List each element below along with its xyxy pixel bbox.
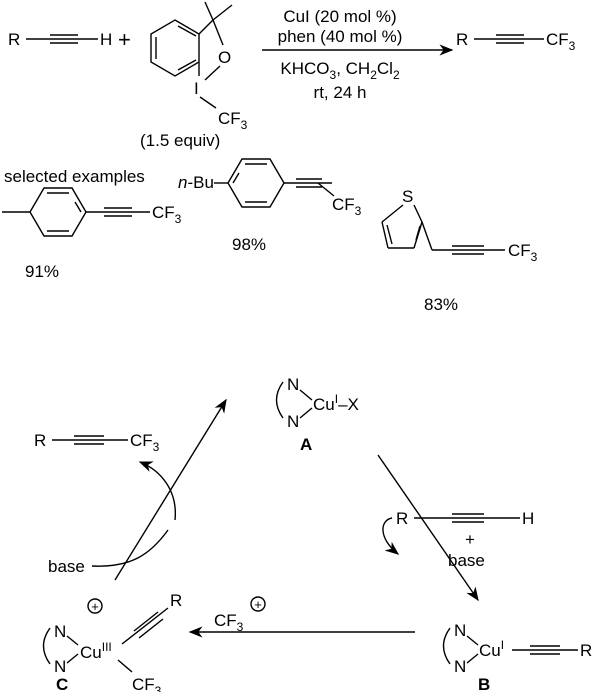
yield-label: 83%	[424, 295, 458, 314]
yield-label: 98%	[232, 235, 266, 254]
r-group: R	[396, 509, 408, 528]
cf3-label: CF3	[132, 675, 162, 692]
nitrogen-atom: N	[454, 621, 466, 640]
examples-heading: selected examples	[4, 167, 145, 186]
charge-sign: +	[254, 597, 262, 612]
r-group: R	[580, 641, 592, 660]
r-group: R	[8, 30, 20, 49]
cf3-label: CF3	[130, 431, 160, 454]
base-solvent-label: KHCO3, CH2Cl2	[280, 59, 400, 82]
copper-center: CuI–X	[313, 392, 359, 414]
cf3-label: CF3	[508, 241, 538, 264]
n-butyl-label: n-Bu	[178, 173, 214, 192]
nitrogen-atom: N	[454, 657, 466, 676]
yield-label: 91%	[25, 262, 59, 281]
plus-sign: +	[465, 530, 475, 549]
r-group: R	[170, 591, 182, 610]
alkyne-input: R H + base	[382, 509, 534, 570]
h-atom: H	[522, 509, 534, 528]
cf3-label: CF3	[214, 611, 244, 634]
complex-b: N N CuI R B	[442, 621, 592, 692]
cf3-cation: CF3 +	[214, 596, 266, 634]
complex-a: N N CuI–X A	[275, 375, 359, 454]
positive-charge-icon	[87, 598, 103, 614]
cf3-label: CF3	[152, 203, 182, 226]
catalyst-label: CuI (20 mol %)	[283, 7, 396, 26]
r-group: R	[34, 431, 46, 450]
curved-arrow-in	[382, 517, 400, 555]
nitrogen-atom: N	[54, 622, 66, 641]
label-c: C	[56, 675, 68, 692]
label-a: A	[300, 435, 312, 454]
copper-center: CuIII	[80, 640, 112, 662]
sulfur-atom: S	[402, 187, 413, 206]
plus-sign: +	[118, 27, 131, 52]
label-b: B	[478, 675, 490, 692]
curved-arrow-out	[138, 461, 176, 521]
arrow-a-to-b	[377, 454, 479, 602]
base-curved-line	[91, 529, 169, 567]
nitrogen-atom: N	[54, 657, 66, 676]
cf3-label: CF3	[332, 195, 362, 218]
ligand-label: phen (40 mol %)	[278, 27, 403, 46]
positive-charge-icon	[250, 596, 266, 612]
complex-c: N N CuIII + R CF3 C	[42, 591, 182, 692]
example-1: CF3 91%	[2, 187, 182, 281]
copper-center: CuI	[479, 638, 504, 660]
r-group: R	[456, 30, 468, 49]
nitrogen-atom: N	[287, 412, 299, 431]
oxygen-atom: O	[218, 48, 231, 67]
togni-reagent: O I CF3 (1.5 equiv)	[140, 1, 248, 150]
charge-sign: +	[91, 599, 99, 614]
equiv-label: (1.5 equiv)	[140, 131, 220, 150]
base-label: base	[448, 551, 485, 570]
base-label-left: base	[48, 557, 85, 576]
cf3-label: CF3	[546, 30, 576, 53]
example-3: S CF3 83%	[381, 187, 538, 314]
h-atom: H	[100, 30, 112, 49]
temp-time-label: rt, 24 h	[314, 83, 367, 102]
iodine-atom: I	[194, 79, 199, 98]
nitrogen-atom: N	[287, 375, 299, 394]
product-release: R CF3	[34, 431, 176, 521]
cf3-label: CF3	[218, 109, 248, 132]
product: R CF3	[456, 30, 576, 53]
reaction-conditions: CuI (20 mol %) phen (40 mol %) KHCO3, CH…	[262, 7, 454, 102]
example-2: n-Bu CF3 98%	[178, 158, 362, 254]
terminal-alkyne: R H +	[8, 27, 131, 52]
